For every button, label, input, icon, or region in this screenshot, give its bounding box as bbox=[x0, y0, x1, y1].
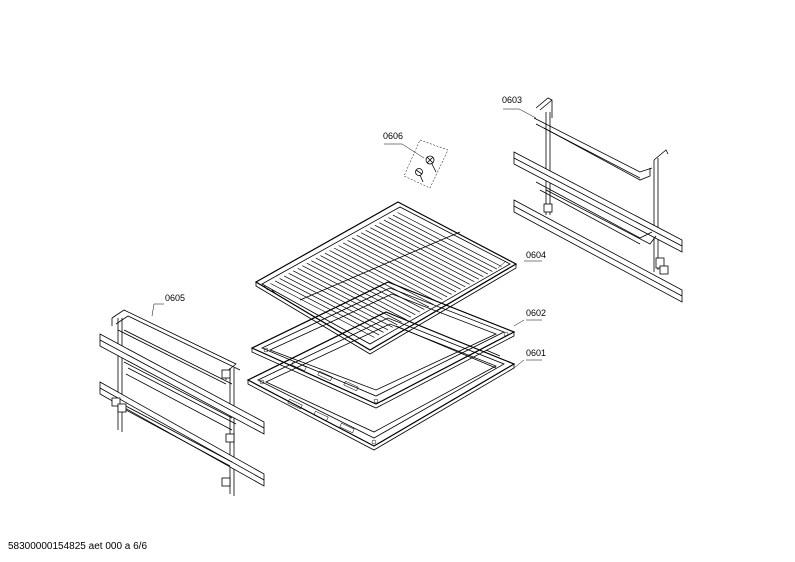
document-footer-id: 58300000154825 aet 000 a 6/6 bbox=[8, 541, 148, 552]
grid-bar bbox=[320, 255, 425, 310]
grid-bar bbox=[270, 283, 375, 338]
grid-bar bbox=[374, 224, 479, 280]
grid-bar bbox=[293, 270, 398, 326]
baking-tray-0601 bbox=[246, 311, 516, 451]
grid-bar bbox=[397, 212, 502, 267]
leader-lines bbox=[151, 108, 542, 369]
label-0605: 0605 bbox=[165, 293, 185, 303]
wire-grid-rack-0604 bbox=[254, 201, 518, 355]
grid-bar bbox=[302, 265, 407, 321]
grid-bar bbox=[329, 250, 434, 305]
label-0601: 0601 bbox=[526, 348, 546, 358]
grid-bar bbox=[283, 275, 389, 331]
grid-bar bbox=[315, 257, 421, 313]
grid-bar bbox=[361, 232, 466, 288]
grid-bar bbox=[351, 237, 457, 293]
grid-bar bbox=[383, 219, 489, 275]
grid-bar bbox=[311, 260, 416, 316]
grid-bar bbox=[279, 278, 384, 333]
screw-set-0606 bbox=[403, 139, 449, 189]
label-0602: 0602 bbox=[526, 308, 546, 318]
right-shelf-support-0603 bbox=[513, 97, 683, 303]
baking-tray-0602 bbox=[250, 281, 516, 409]
grid-bar bbox=[306, 262, 411, 318]
grid-bar bbox=[347, 240, 452, 295]
grid-bar bbox=[356, 234, 461, 290]
grid-bar bbox=[333, 247, 439, 303]
left-shelf-support-0605 bbox=[99, 309, 265, 496]
grid-bar bbox=[370, 227, 475, 283]
grid-bar bbox=[297, 267, 402, 323]
grid-bar bbox=[379, 222, 484, 278]
grid-bar bbox=[388, 217, 493, 272]
grid-bar bbox=[365, 229, 470, 285]
grid-bar bbox=[288, 272, 393, 328]
label-0606: 0606 bbox=[383, 131, 403, 141]
grid-bar bbox=[274, 280, 380, 336]
label-0603: 0603 bbox=[502, 95, 522, 105]
grid-bar bbox=[342, 242, 448, 298]
grid-bar bbox=[338, 245, 443, 300]
grid-bar bbox=[324, 252, 430, 308]
grid-bar bbox=[392, 214, 498, 270]
label-0604: 0604 bbox=[526, 250, 546, 260]
